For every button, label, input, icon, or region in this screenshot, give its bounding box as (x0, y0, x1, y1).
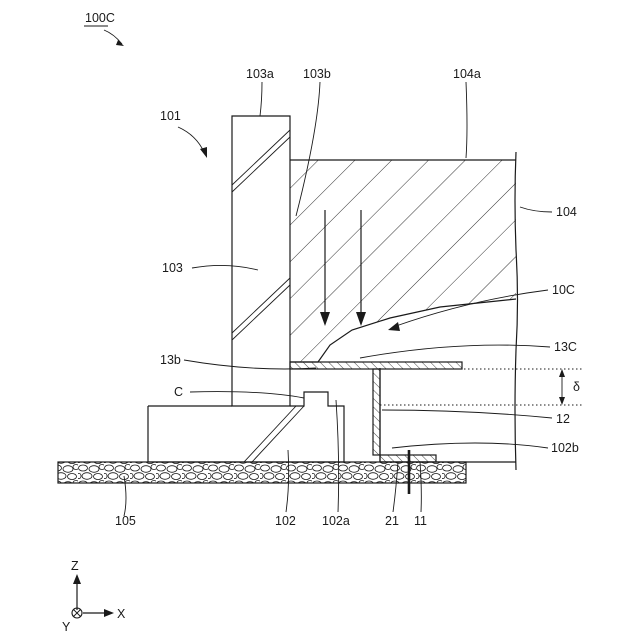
member-12 (373, 369, 380, 455)
coordinate-axes: Z X Y (62, 559, 126, 634)
ground-layer (58, 462, 466, 483)
label-102a: 102a (322, 514, 350, 528)
label-103b: 103b (303, 67, 331, 81)
label-101: 101 (160, 109, 181, 123)
wall-103 (232, 116, 290, 406)
label-10C: 10C (552, 283, 575, 297)
label-C: C (174, 385, 183, 399)
label-103: 103 (162, 261, 183, 275)
label-103a: 103a (246, 67, 274, 81)
base-102 (148, 392, 344, 462)
clearance-dimension (380, 369, 582, 405)
label-13C: 13C (554, 340, 577, 354)
label-delta: δ (573, 380, 580, 394)
axis-x-label: X (117, 607, 126, 621)
label-105: 105 (115, 514, 136, 528)
label-12: 12 (556, 412, 570, 426)
label-102b: 102b (551, 441, 579, 455)
label-102: 102 (275, 514, 296, 528)
label-21: 21 (385, 514, 399, 528)
label-104a: 104a (453, 67, 481, 81)
label-13b: 13b (160, 353, 181, 367)
label-104: 104 (556, 205, 577, 219)
axis-z-label: Z (71, 559, 79, 573)
figure-label: 100C (85, 11, 115, 25)
label-11: 11 (414, 514, 427, 528)
axis-y-label: Y (62, 620, 71, 634)
member-104 (290, 152, 518, 470)
